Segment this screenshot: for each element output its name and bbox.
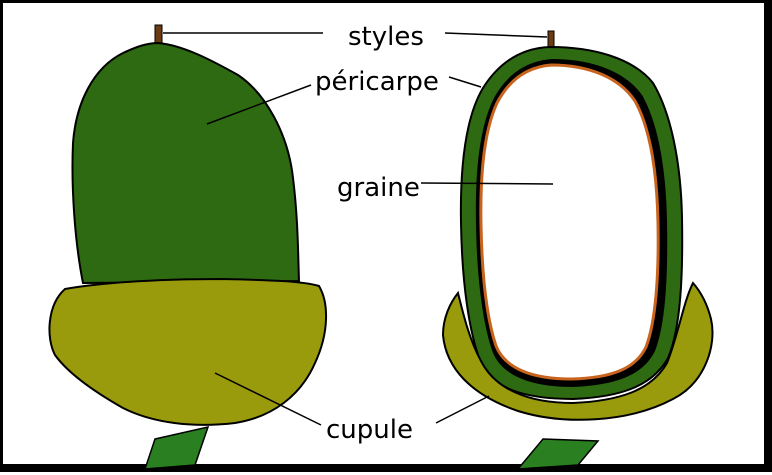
label-cupule: cupule — [326, 415, 413, 445]
styles-leader-right — [445, 33, 547, 37]
acorn-exterior — [49, 25, 326, 469]
acorn-section — [443, 31, 712, 469]
acorn-left-style — [155, 25, 162, 44]
acorn-right-seed — [481, 65, 658, 379]
label-graine: graine — [337, 173, 420, 203]
acorn-left-stem — [145, 427, 208, 469]
label-pericarpe: péricarpe — [315, 67, 439, 97]
acorn-diagram: styles péricarpe graine cupule — [3, 3, 772, 475]
pericarpe-leader-right — [449, 77, 481, 87]
acorn-left-pericarp — [72, 43, 299, 283]
graine-leader — [421, 183, 553, 184]
acorn-right-stem — [518, 439, 598, 469]
cupule-leader-right — [436, 396, 489, 423]
acorn-right-style — [548, 31, 554, 47]
label-styles: styles — [348, 22, 424, 52]
acorn-left-cupule — [49, 279, 326, 425]
